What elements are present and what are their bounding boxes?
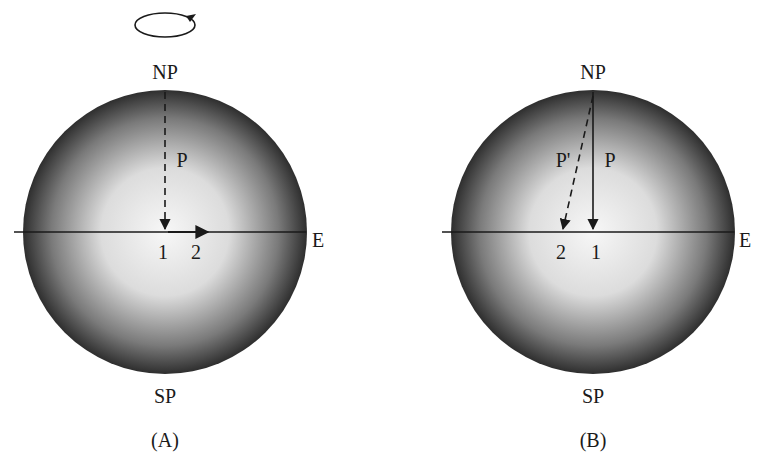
trajectory-label: P (176, 150, 187, 170)
panel-label: (B) (580, 430, 607, 450)
panel-label: (A) (151, 430, 179, 450)
pole-label: SP (582, 386, 604, 406)
motion-arrow (168, 231, 208, 233)
point-label: 1 (158, 242, 168, 262)
point-label: 2 (191, 242, 201, 262)
pole-label: NP (152, 62, 178, 82)
pole-label: SP (154, 386, 176, 406)
equator-label: E (739, 230, 751, 250)
equator-line (442, 231, 734, 233)
point-label: 2 (556, 242, 566, 262)
equator-label: E (312, 230, 324, 250)
point-label: 1 (591, 242, 601, 262)
pole-label: NP (580, 62, 606, 82)
rotation-ellipse (135, 13, 195, 37)
trajectory-line (592, 92, 594, 229)
trajectory-label: P' (556, 150, 571, 170)
equator-line (14, 231, 306, 233)
rotation-arrowhead (186, 14, 196, 22)
trajectory-line (164, 92, 166, 229)
trajectory-label: P (604, 150, 615, 170)
